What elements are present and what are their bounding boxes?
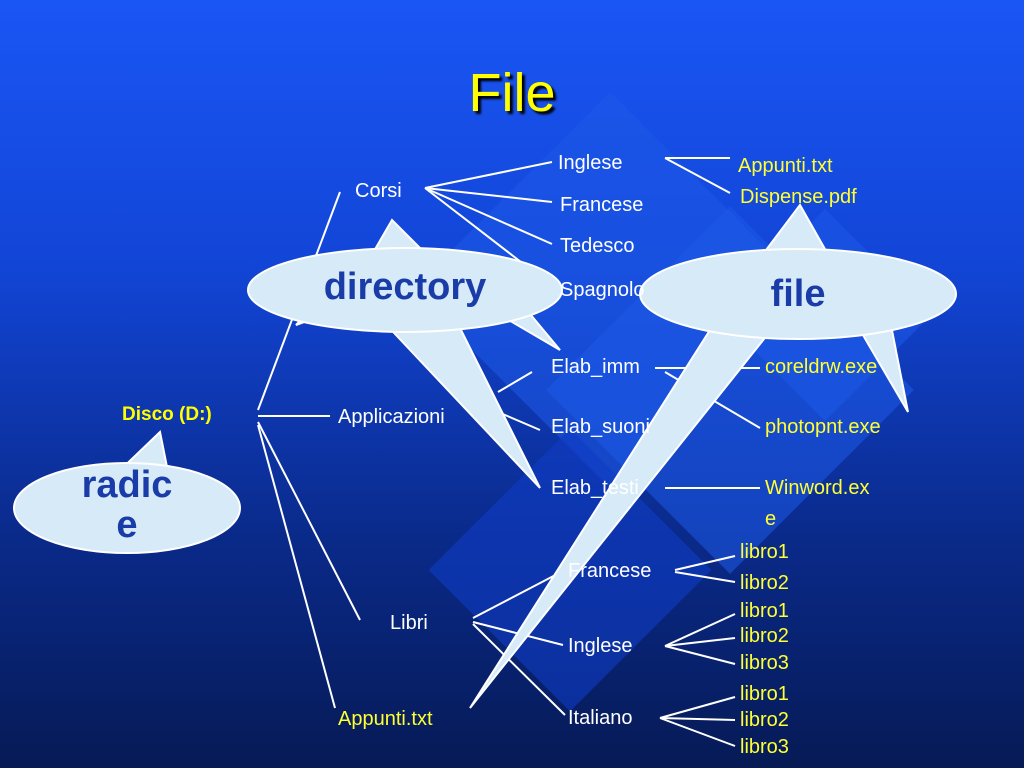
link-app-elabimm xyxy=(497,371,533,393)
file-in-libro3[interactable]: libro3 xyxy=(740,652,789,674)
folder-libri-inglese[interactable]: Inglese xyxy=(568,635,633,657)
folder-corsi-tedesco[interactable]: Tedesco xyxy=(560,235,635,257)
folder-corsi-inglese[interactable]: Inglese xyxy=(558,152,623,174)
file-winword-exe-line1[interactable]: Winword.ex xyxy=(765,477,870,499)
link-corsi-tedesco xyxy=(424,187,553,245)
file-in-libro1[interactable]: libro1 xyxy=(740,600,789,622)
link-in-libro1 xyxy=(664,613,736,647)
link-libri-francese xyxy=(472,569,566,619)
folder-corsi-francese[interactable]: Francese xyxy=(560,194,644,216)
folder-elab-imm[interactable]: Elab_imm xyxy=(551,356,640,378)
link-app-elabsuoni xyxy=(497,411,541,431)
folder-corsi-spagnolo[interactable]: Spagnolo xyxy=(560,279,645,301)
link-corsi-francese xyxy=(424,187,553,203)
link-root-appunti xyxy=(257,424,336,709)
file-callout-text: file xyxy=(770,273,826,315)
folder-elab-suoni[interactable]: Elab_suoni xyxy=(551,416,650,438)
radice-callout-line1: radic xyxy=(81,464,173,506)
folder-elab-testi[interactable]: Elab_testi xyxy=(551,477,639,499)
file-it-libro3[interactable]: libro3 xyxy=(740,736,789,758)
file-bubble xyxy=(639,248,957,340)
file-in-libro2[interactable]: libro2 xyxy=(740,625,789,647)
link-it-libro2 xyxy=(659,717,736,721)
link-root-libri xyxy=(257,421,361,621)
link-in-libro2 xyxy=(664,637,736,647)
file-it-libro1[interactable]: libro1 xyxy=(740,683,789,705)
folder-libri[interactable]: Libri xyxy=(390,612,428,634)
radice-callout-line2: e xyxy=(116,504,138,546)
file-appunti-txt[interactable]: Appunti.txt xyxy=(738,155,833,177)
folder-libri-francese[interactable]: Francese xyxy=(568,560,652,582)
file-dispense-pdf[interactable]: Dispense.pdf xyxy=(740,186,857,208)
slide-title: File xyxy=(468,63,556,123)
link-it-libro3 xyxy=(659,717,736,747)
directory-bubble-tail-down xyxy=(377,310,541,489)
file-winword-exe-line2[interactable]: e xyxy=(765,508,777,530)
link-inglese-dispense xyxy=(664,157,731,194)
link-it-libro1 xyxy=(659,696,736,719)
link-corsi-inglese xyxy=(424,161,553,189)
file-coreldrw-exe[interactable]: coreldrw.exe xyxy=(765,356,878,378)
file-appunti-root[interactable]: Appunti.txt xyxy=(338,708,433,730)
folder-libri-italiano[interactable]: Italiano xyxy=(568,707,633,729)
file-photopnt-exe[interactable]: photopnt.exe xyxy=(765,416,881,438)
file-fr-libro2[interactable]: libro2 xyxy=(740,572,789,594)
folder-applicazioni[interactable]: Applicazioni xyxy=(338,406,445,428)
link-fr-libro1 xyxy=(674,555,736,571)
folder-corsi[interactable]: Corsi xyxy=(355,180,402,202)
file-fr-libro1[interactable]: libro1 xyxy=(740,541,789,563)
link-libri-italiano xyxy=(472,623,566,716)
file-it-libro2[interactable]: libro2 xyxy=(740,709,789,731)
directory-bubble xyxy=(247,247,563,333)
link-fr-libro2 xyxy=(674,571,736,583)
directory-callout-text: directory xyxy=(323,266,487,308)
radice-callout-text: radic e xyxy=(52,465,202,545)
link-in-libro3 xyxy=(664,645,736,665)
root-disk-label[interactable]: Disco (D:) xyxy=(122,404,212,425)
radice-bubble xyxy=(13,462,241,554)
